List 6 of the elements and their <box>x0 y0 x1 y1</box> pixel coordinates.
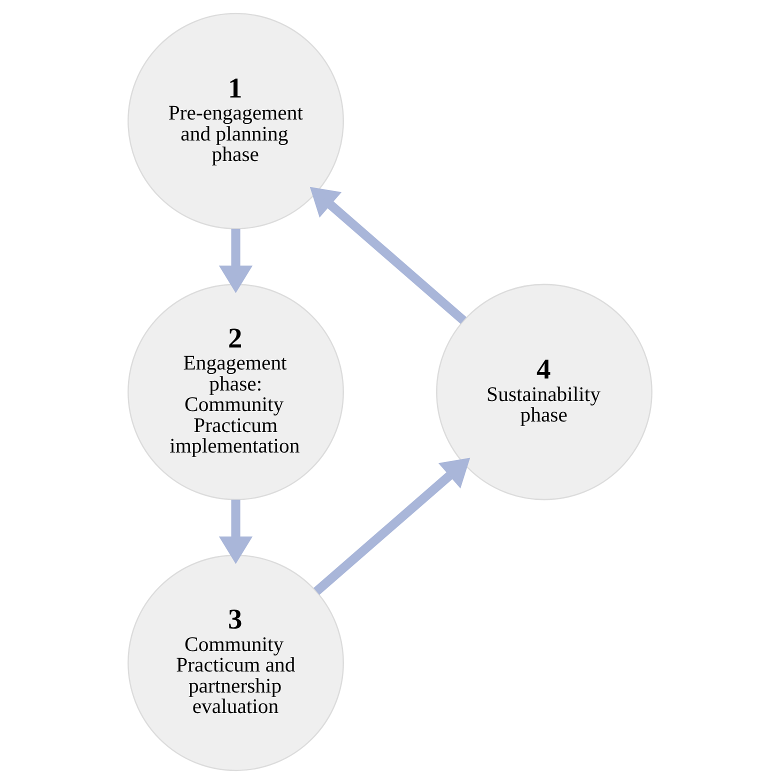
arrow <box>312 458 470 595</box>
node-circle: 3 Community Practicum and partnership evaluation <box>127 554 344 772</box>
arrow <box>218 500 252 564</box>
arrow <box>309 186 466 324</box>
node-circle: 2 Engagement phase: Community Practicum implementation <box>127 284 344 500</box>
arrow <box>218 228 252 294</box>
